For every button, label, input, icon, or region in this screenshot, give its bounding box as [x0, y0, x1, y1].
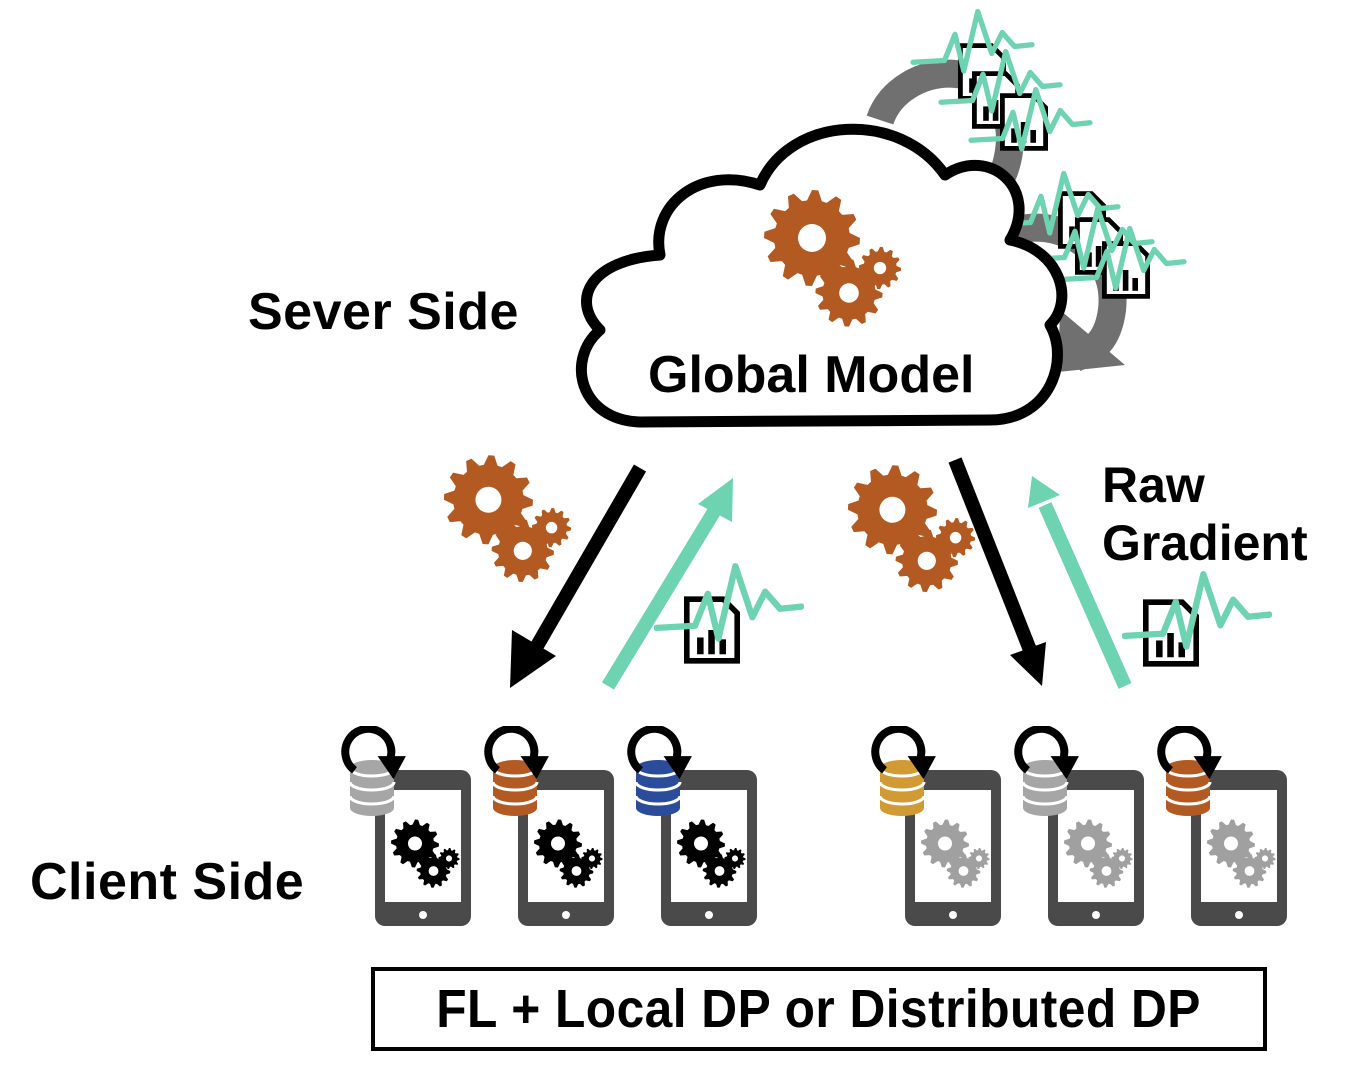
database-icon [1021, 760, 1069, 816]
local-model-gears-icon-left [444, 455, 571, 582]
model-download-arrow-right [948, 457, 1046, 686]
client-device [1018, 729, 1144, 926]
model-download-arrow-left [510, 464, 647, 688]
global-model-label: Global Model [648, 346, 975, 404]
client-group-left-group [345, 729, 757, 926]
gradient-upload-arrow-left [602, 478, 733, 690]
client-device [875, 729, 1001, 926]
client-group-right-group [875, 729, 1287, 926]
raw-gradient-label-line1: Raw [1102, 457, 1205, 513]
raw-gradient-label: Raw Gradient [1102, 456, 1308, 572]
scheme-label: FL + Local DP or Distributed DP [436, 979, 1202, 1039]
scheme-box: FL + Local DP or Distributed DP [371, 967, 1267, 1051]
gradient-upload-arrow-right [1028, 476, 1132, 689]
client-devices [345, 729, 1287, 926]
server-side-label: Sever Side [248, 283, 519, 341]
raw-gradient-label-line2: Gradient [1102, 515, 1308, 571]
client-device [631, 729, 757, 926]
client-device [488, 729, 614, 926]
local-model-gears-icon-right [848, 465, 975, 592]
client-device [345, 729, 471, 926]
client-device [1161, 729, 1287, 926]
raw-gradient-icon-right [1125, 574, 1270, 664]
client-side-label: Client Side [30, 853, 305, 911]
